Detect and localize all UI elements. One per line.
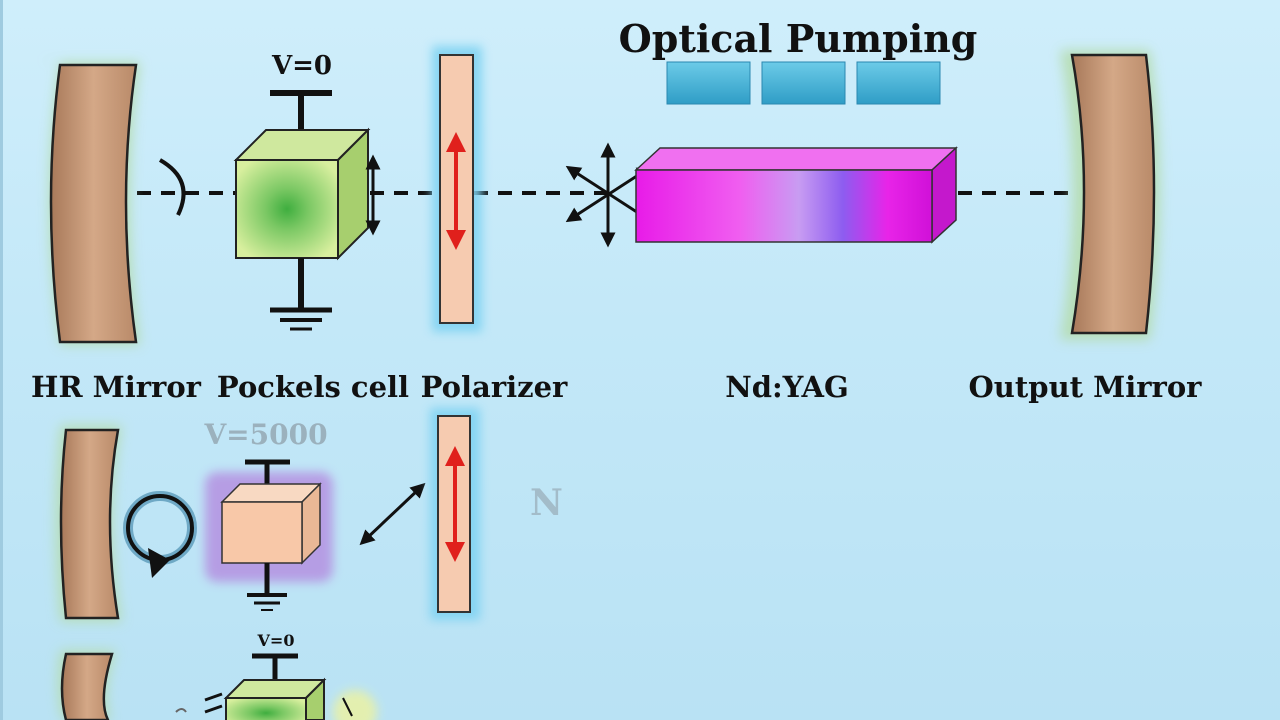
polarizer-middle <box>430 408 480 620</box>
left-edge-line <box>0 0 3 720</box>
output-mirror <box>1060 50 1160 340</box>
pockels-cell-bottom: V=0 <box>175 631 377 720</box>
faded-text: N <box>530 482 563 524</box>
voltage-label-bottom: V=0 <box>257 631 295 650</box>
pump-block <box>856 61 941 105</box>
pump-block <box>666 61 751 105</box>
hr-mirror <box>40 60 140 345</box>
voltage-label-middle: V=5000 <box>203 418 327 451</box>
pump-lamps <box>666 61 941 105</box>
label-polarizer: Polarizer <box>421 370 568 404</box>
hr-mirror-middle <box>55 425 122 622</box>
optical-pumping-title: Optical Pumping <box>619 16 978 61</box>
label-pockels-cell: Pockels cell <box>217 370 409 404</box>
voltage-label-top: V=0 <box>271 51 332 81</box>
circular-polarization-icon <box>123 491 197 578</box>
nd-yag-rod <box>634 146 958 244</box>
diagonal-polarization-arrow <box>359 482 426 546</box>
label-output-mirror: Output Mirror <box>969 370 1203 404</box>
pockels-cell-middle: V=5000 <box>203 418 333 611</box>
polarizer-top <box>432 46 482 332</box>
unpolarized-light-icon <box>565 142 653 248</box>
pump-block <box>761 61 846 105</box>
label-hr-mirror: HR Mirror <box>31 370 202 404</box>
label-nd-yag: Nd:YAG <box>725 370 849 404</box>
polarization-arc-icon <box>158 158 186 216</box>
pockels-cell-top: V=0 <box>233 51 381 331</box>
hr-mirror-bottom <box>57 650 116 720</box>
